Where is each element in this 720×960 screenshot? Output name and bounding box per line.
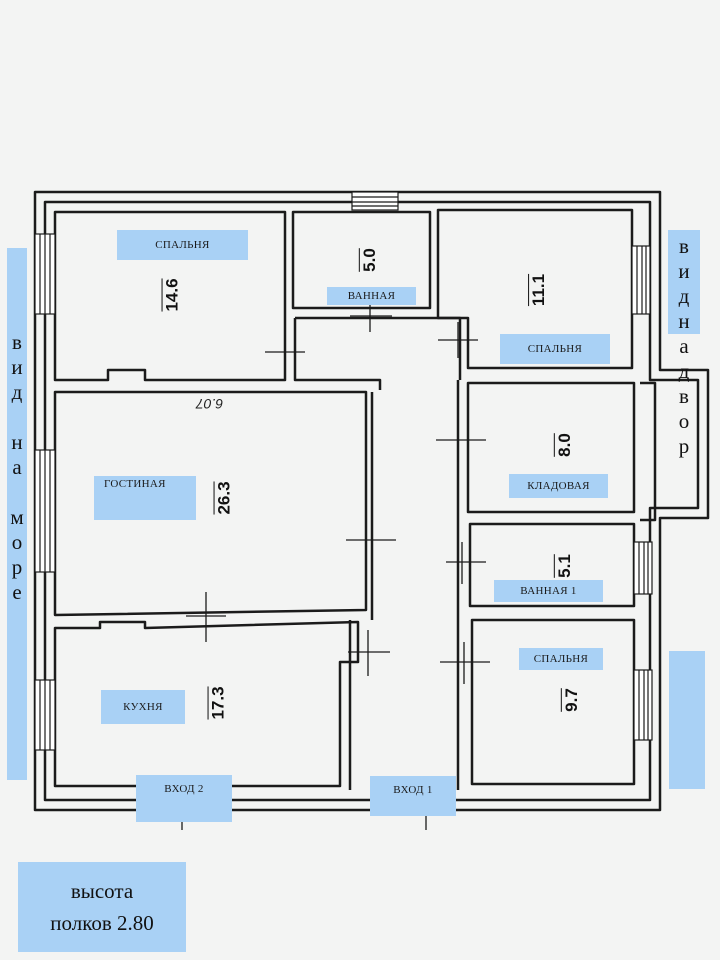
room-area-bathroom: 5.0 <box>359 248 379 272</box>
entrance-1-label: ВХОД 1 <box>370 776 456 816</box>
room-label-kitchen: КУХНЯ <box>101 690 185 724</box>
window-north <box>351 191 399 211</box>
room-area-kitchen: 17.3 <box>208 686 228 720</box>
room-area-bedroom-se: 9.7 <box>561 688 581 712</box>
corridor-north-wall <box>293 316 462 390</box>
entrance-2-label: ВХОД 2 <box>136 775 232 822</box>
room-label-living: ГОСТИНАЯ <box>94 476 196 520</box>
room-label-bedroom-nw: СПАЛЬНЯ <box>117 230 248 260</box>
door-bedroom-se <box>440 642 490 684</box>
room-label-storage: КЛАДОВАЯ <box>509 474 608 498</box>
window-west-mid <box>34 449 56 573</box>
room-label-bathroom1: ВАННАЯ 1 <box>494 580 603 602</box>
door-kitchen-living <box>186 592 226 642</box>
door-bedroom-ne <box>438 322 478 358</box>
door-living <box>346 520 396 562</box>
door-bathroom1 <box>446 542 486 584</box>
room-bathroom1-wall <box>468 522 636 608</box>
room-label-bedroom-ne: СПАЛЬНЯ <box>500 334 610 364</box>
window-east-mid <box>633 541 653 595</box>
ceiling-height-box: высота полков 2.80 <box>18 862 186 952</box>
room-kitchen-wall <box>53 620 360 788</box>
room-area-bedroom-nw: 14.6 <box>162 278 182 312</box>
room-label-bedroom-se: СПАЛЬНЯ <box>519 648 603 670</box>
door-storage <box>436 420 486 462</box>
window-west-top <box>34 233 56 315</box>
room-bedroom-se-wall <box>470 618 636 786</box>
ceiling-height-line1: высота <box>70 879 134 903</box>
room-label-bathroom: ВАННАЯ <box>327 287 416 305</box>
room-area-bathroom1: 5.1 <box>554 554 574 578</box>
door-bathroom <box>350 300 392 332</box>
ceiling-height-line2: полков 2.80 <box>50 911 154 935</box>
door-kitchen <box>348 630 390 676</box>
window-west-bottom <box>34 679 56 751</box>
label-patch-right <box>669 651 705 789</box>
room-bathroom-wall <box>291 210 432 310</box>
room-area-storage: 8.0 <box>554 433 574 457</box>
room-area-bedroom-ne: 11.1 <box>529 273 549 307</box>
room-bedroom-nw-wall <box>53 210 287 382</box>
outer-wall <box>33 190 710 812</box>
door-bedroom-nw <box>265 335 305 370</box>
vestibule-right <box>640 381 657 522</box>
living-dimension: 6.07 <box>196 396 224 412</box>
room-area-living: 26.3 <box>214 481 234 515</box>
window-east-bottom <box>633 669 653 741</box>
window-east-top <box>631 245 651 315</box>
room-storage-wall <box>466 381 636 514</box>
